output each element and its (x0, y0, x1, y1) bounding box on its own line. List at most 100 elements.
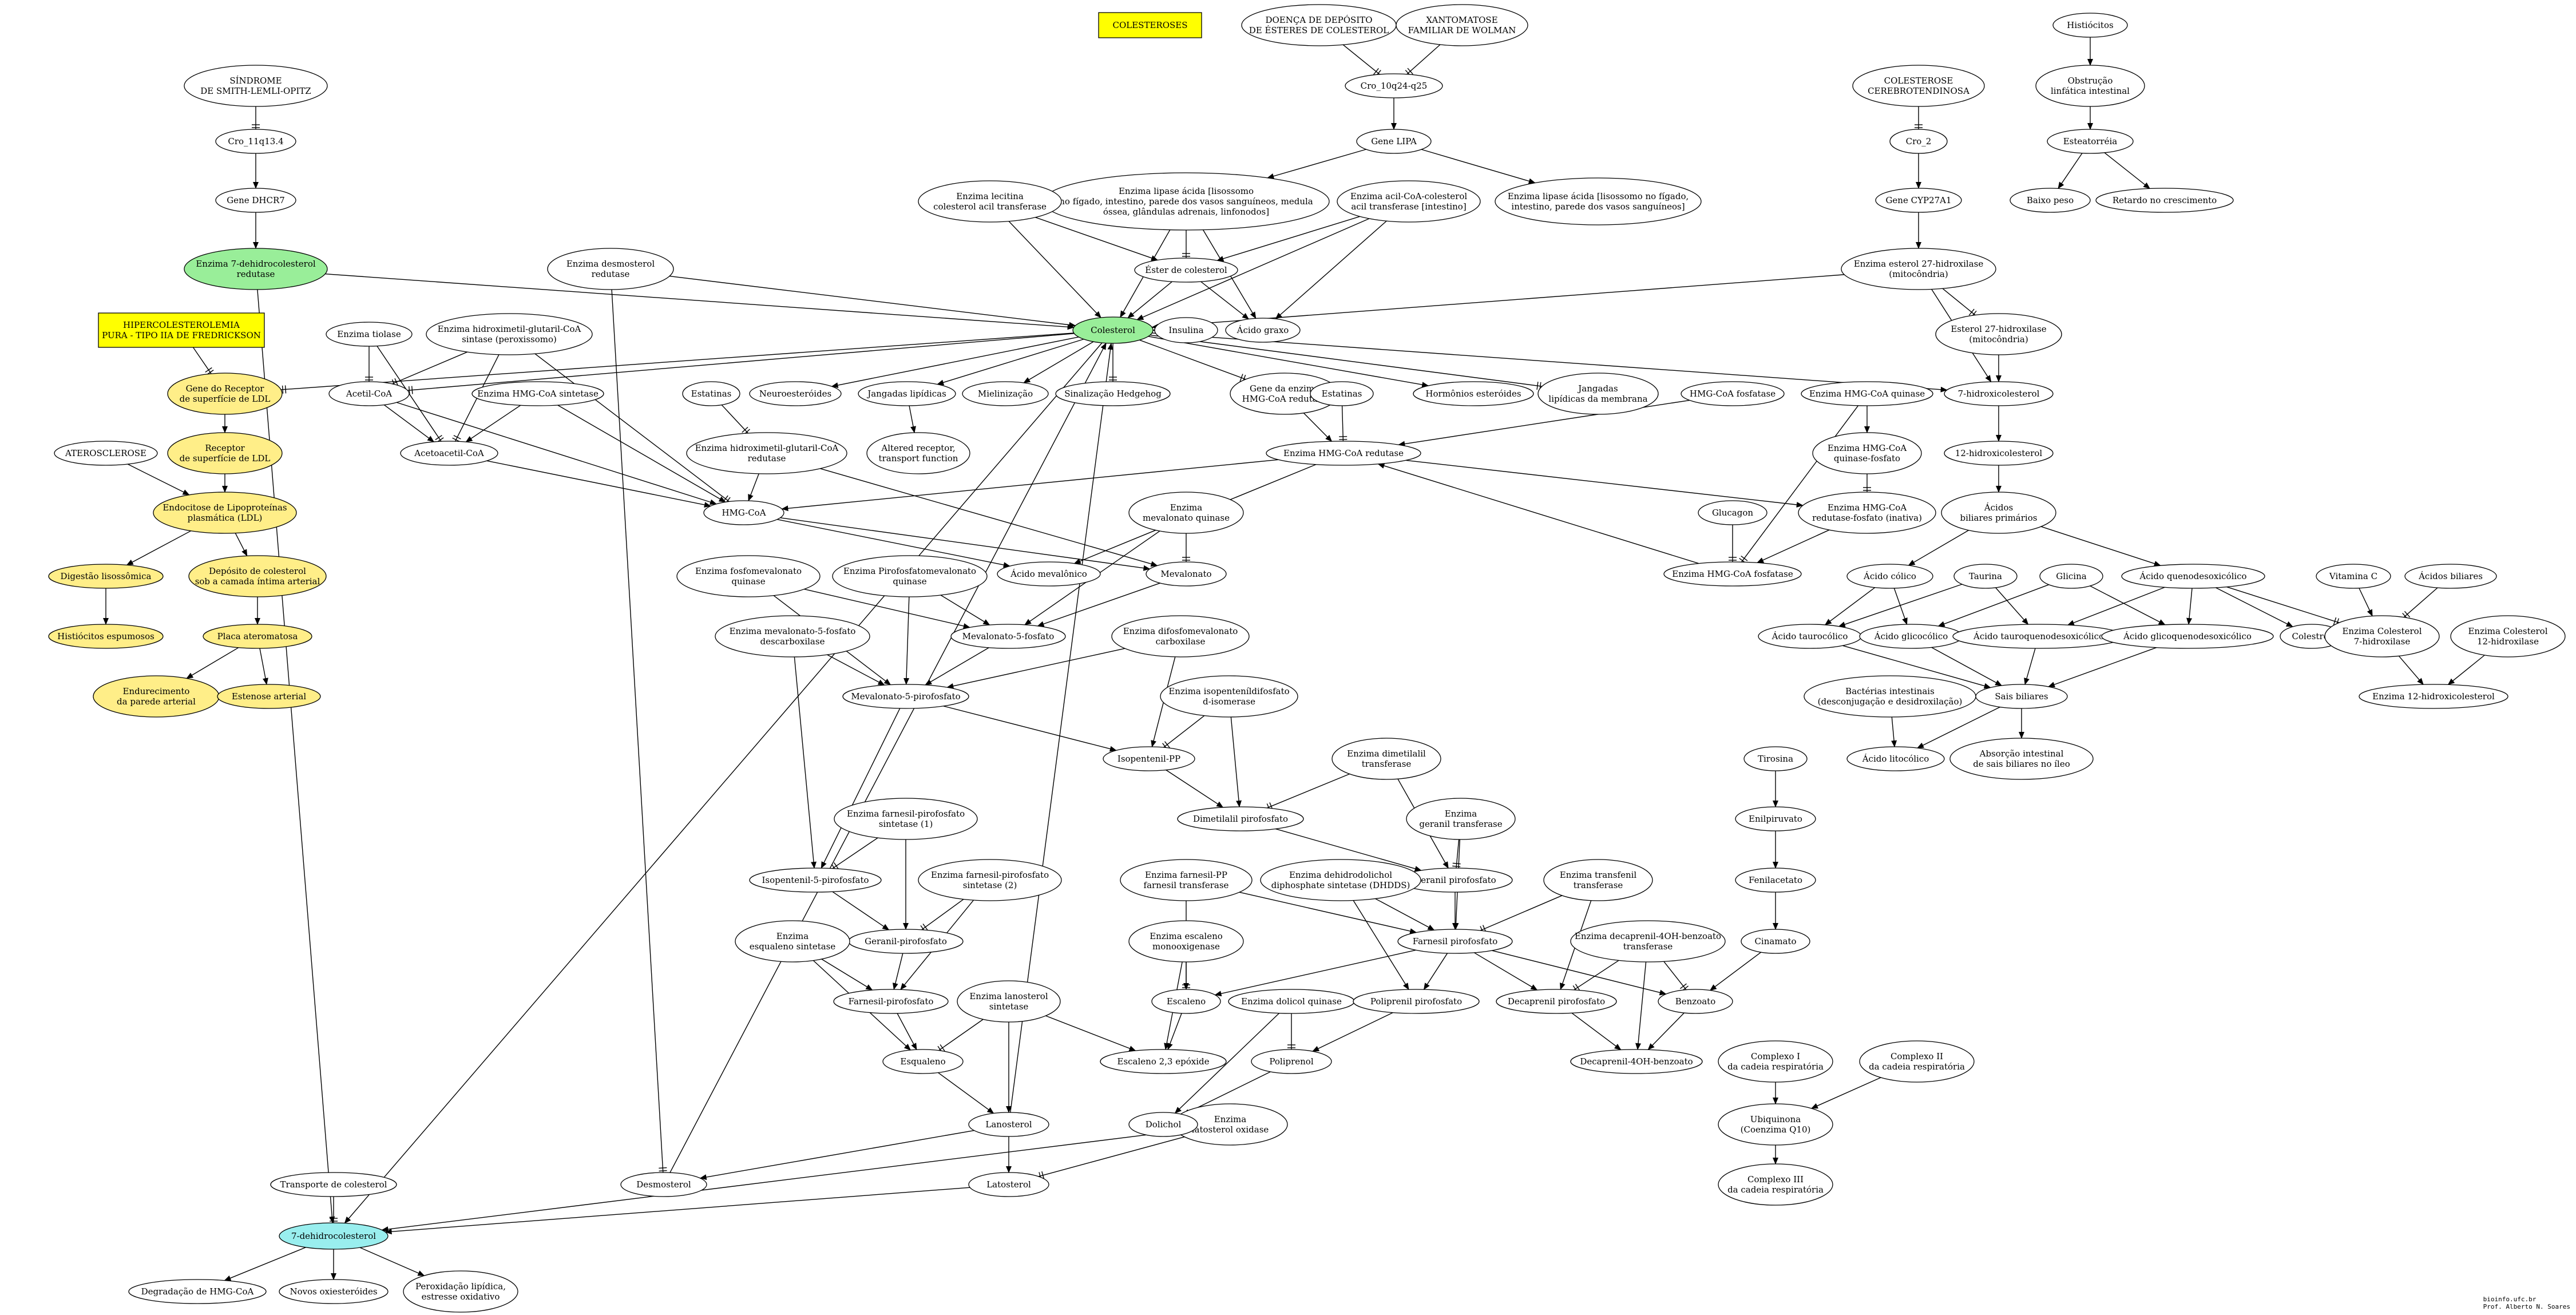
node-shape (866, 432, 970, 474)
node-label: Sais biliares (1995, 691, 2048, 702)
edge-acido_queno-to-tauroqueno (2067, 587, 2165, 625)
node-mielinizacao: Mielinização (962, 381, 1049, 406)
node-label: Gene LIPA (1371, 136, 1417, 146)
node-label: Sinalização Hedgehog (1064, 389, 1162, 399)
node-shape (1120, 859, 1253, 901)
node-label: da cadeia respiratória (1869, 1061, 1965, 1072)
node-label: ATEROSCLEROSE (65, 448, 146, 458)
node-shape (1251, 1049, 1332, 1074)
edge-desmosterol_red-to-colesterol (669, 275, 1076, 328)
node-label: Enzima HMG-CoA quinase (1809, 389, 1925, 399)
node-shape (1072, 316, 1154, 344)
node-label: descarboxilase (760, 636, 825, 647)
node-isopentenil5pp: Isopentenil-5-pirofosfato (749, 868, 882, 893)
node-label: Neuroesteróides (759, 389, 832, 399)
node-label: (desconjugação e desidroxilação) (1818, 696, 1963, 707)
inhibition-mark (409, 386, 410, 395)
node-label: Endurecimento (123, 686, 190, 696)
node-label: Enzima HMG-CoA redutase (1283, 448, 1404, 458)
node-label: Enzima esterol 27-hidroxilase (1854, 259, 1984, 269)
node-label: quinase (893, 576, 926, 587)
edge-lanosterol-to-desmosterol (699, 1130, 974, 1180)
node-label: Esqualeno (900, 1056, 945, 1067)
node-enzima12: Enzima 12-hidroxicolesterol (2359, 684, 2508, 709)
node-label: sintetase (2) (963, 880, 1017, 890)
node-label: intestino, parede dos vasos sanguíneos] (1511, 201, 1685, 212)
node-label: Ácido graxo (1237, 325, 1289, 335)
node-shape (1496, 989, 1617, 1014)
node-glicoqueno: Ácido glicoquenodesoxicólico (2101, 624, 2274, 649)
edge-hmg_sint_perox-to-acetil (392, 351, 468, 385)
node-label: Mevalonato (1160, 569, 1211, 579)
footer-site: bioinfo.ufc.br (2483, 1296, 2537, 1303)
node-shape (326, 322, 413, 347)
edge-colesterol-to-gene_ldlr (281, 332, 1074, 390)
node-label: Cro_11q13.4 (228, 136, 283, 146)
node-aterosclerose: ATEROSCLEROSE (54, 441, 158, 466)
node-gene_cyp: Gene CYP27A1 (1875, 188, 1962, 213)
node-shape (1128, 492, 1244, 534)
node-shape (270, 1172, 397, 1197)
node-label: plasmática (LDL) (188, 513, 263, 523)
node-label: Enzima HMG-CoA sintetase (477, 389, 599, 399)
node-hmg_sint: Enzima HMG-CoA sintetase (471, 381, 604, 406)
node-label: Mevalonato-5-fosfato (962, 631, 1055, 641)
edge-colesterol-to-hormonios (1148, 336, 1429, 388)
node-shape (957, 980, 1061, 1023)
node-taurocolico: Ácido taurocólico (1758, 624, 1862, 649)
node-label: Enzima 12-hidroxicolesterol (2372, 691, 2495, 702)
node-shape (1260, 859, 1421, 901)
node-hmg_quinase: Enzima HMG-CoA quinase (1801, 381, 1933, 406)
edge-colesterol-to-hidroxicol7 (1152, 332, 1948, 393)
edge-colesterol-to-acetil (407, 333, 1075, 391)
node-label: Estatinas (1322, 389, 1362, 399)
node-shape (1337, 180, 1481, 223)
edge-geranil_pp_left-to-farnesil_pp_left (892, 953, 903, 990)
node-label: Geranil pirofosfato (1414, 875, 1496, 885)
edge-taurina-to-tauroqueno (1995, 587, 2029, 625)
edge-acilcoa-to-ester (1216, 216, 1360, 262)
edge-acido_queno-to-col7hidrox (2226, 586, 2340, 623)
edge-complexo2-to-ubiquinona (1810, 1077, 1881, 1109)
edge-mev5f_descarb-to-isopentenil5pp (794, 656, 817, 869)
node-label: da cadeia respiratória (1727, 1185, 1824, 1195)
node-shape (400, 441, 498, 466)
node-hedgehog: Sinalização Hedgehog (1055, 381, 1171, 406)
edge-dimetilalil_pp-to-geranil_pp (1275, 828, 1422, 872)
node-label: acil transferase [intestino] (1351, 201, 1466, 212)
edge-hmg_red_enz2-to-mevalonato (820, 468, 1158, 567)
inhibition-mark (1741, 556, 1748, 561)
node-label: HMG-CoA fosfatase (1690, 389, 1776, 399)
node-novos_oxi: Novos oxiesteróides (279, 1279, 389, 1304)
node-shape (703, 500, 784, 525)
node-label: sintetase (989, 1001, 1029, 1012)
edge-hmg_sint-to-hmgcoa (557, 405, 726, 502)
node-shape (918, 859, 1062, 901)
node-label: Enzima decaprenil-4OH-benzoato (1575, 931, 1721, 941)
edge-ester-to-acido_graxo (1200, 281, 1250, 320)
node-tauroqueno: Ácido tauroquenodesoxicólico (1952, 624, 2125, 649)
footer-author: Prof. Alberto N. Soares (2483, 1303, 2570, 1310)
inhibition-mark (1041, 1171, 1045, 1179)
node-label: Insulina (1168, 325, 1203, 335)
node-label: Enilpiruvato (1749, 814, 1802, 824)
node-degradacao: Degradação de HMG-CoA (128, 1279, 267, 1304)
node-label: Enzima difosfomevalonato (1123, 626, 1238, 636)
node-label: HIPERCOLESTEROLEMIA (123, 320, 240, 330)
node-farnesil_pp: Farnesil pirofosfato (1397, 929, 1513, 954)
node-label: Jangadas lipídicas (866, 389, 946, 399)
node-label: Enzima 7-dehidrocolesterol (196, 259, 316, 269)
node-label: HMG-CoA (722, 508, 766, 518)
node-histiocitos: Histiócitos (2052, 13, 2128, 38)
node-shape (184, 248, 328, 290)
node-shape (1698, 500, 1767, 525)
edge-colesterol-to-jangadas_memb (1150, 334, 1542, 387)
node-label: Hormônios esteróides (1425, 389, 1521, 399)
node-shape (426, 313, 593, 355)
node-label: COLESTEROSE (1884, 76, 1953, 86)
